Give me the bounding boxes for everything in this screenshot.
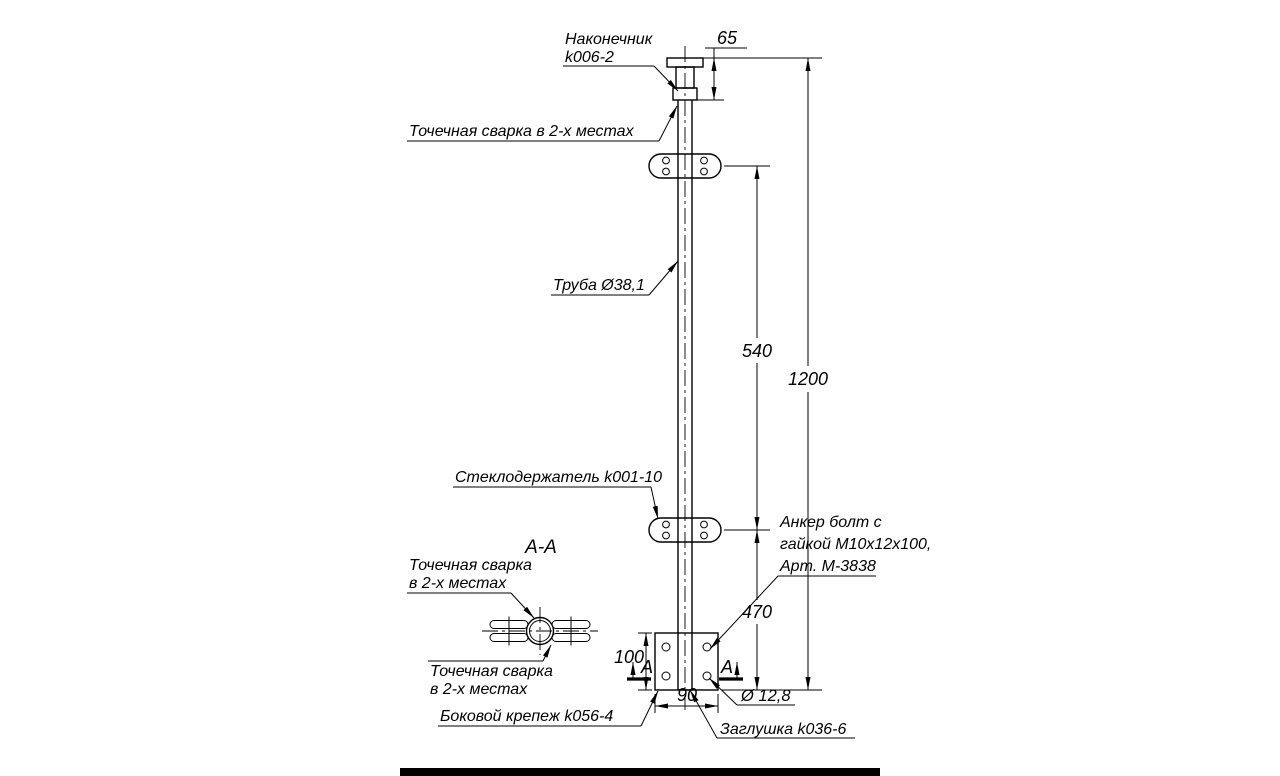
mount-hole xyxy=(661,642,671,652)
section-weld-top-line1: Точечная сварка xyxy=(409,557,532,574)
section-weld-bottom-line1: Точечная сварка xyxy=(430,663,553,680)
callout-spot-weld-top: Точечная сварка в 2-х местах xyxy=(407,105,678,142)
main-view xyxy=(648,46,722,714)
dimensions: 65 540 1200 470 100 xyxy=(614,28,828,713)
dim-text-100: 100 xyxy=(614,647,644,667)
holder-screw xyxy=(662,520,670,529)
callout-tip: Наконечник k006-2 xyxy=(563,31,679,92)
dim-cap-offset: 65 xyxy=(705,28,747,100)
dim-text-90: 90 xyxy=(677,685,697,705)
section-title: А-А xyxy=(524,537,557,558)
callout-glass-holder: Стеклодержатель k001-10 xyxy=(453,469,662,520)
callout-pipe: Труба Ø38,1 xyxy=(551,260,679,296)
callout-anchor-line2: гайкой М10х12х100, xyxy=(780,536,931,553)
dim-text-540: 540 xyxy=(742,341,772,361)
callout-spot-weld-top-text: Точечная сварка в 2-х местах xyxy=(409,123,635,140)
callout-tip-line2: k006-2 xyxy=(565,49,614,66)
upper-glass-holder xyxy=(648,153,722,179)
cut-letter-right: А xyxy=(720,657,733,677)
side-mount-plate xyxy=(654,632,719,691)
mount-hole xyxy=(661,671,671,681)
holder-screw xyxy=(700,531,708,540)
callout-tip-line1: Наконечник xyxy=(565,31,654,48)
mount-hole xyxy=(702,671,712,681)
section-weld-bottom-line2: в 2-х местах xyxy=(430,681,528,698)
title-block-edge xyxy=(400,768,880,776)
callout-glass-holder-text: Стеклодержатель k001-10 xyxy=(455,469,662,486)
callout-end-cap: Заглушка k036-6 xyxy=(689,689,855,739)
holder-screw xyxy=(700,167,708,176)
cut-mark-right: А xyxy=(719,657,743,681)
dim-text-hole-diameter: Ø 12,8 xyxy=(740,687,791,705)
holder-screw xyxy=(662,156,670,165)
top-cap xyxy=(666,57,704,101)
section-weld-label-top: Точечная сварка в 2-х местах xyxy=(407,557,535,619)
cut-mark-left: А xyxy=(627,657,653,681)
mount-hole xyxy=(702,642,712,652)
callout-anchor-line1: Анкер болт с xyxy=(779,514,882,531)
section-clamp-left xyxy=(489,616,529,646)
holder-screw xyxy=(662,167,670,176)
section-pipe-inner xyxy=(529,620,551,642)
section-pipe-outer xyxy=(525,616,555,646)
post-pipe xyxy=(677,100,693,691)
plate-outline xyxy=(654,632,719,691)
dim-text-65: 65 xyxy=(717,28,738,48)
cap-collar xyxy=(672,87,698,101)
section-weld-label-bottom: Точечная сварка в 2-х местах xyxy=(428,644,553,698)
section-weld-top-line2: в 2-х местах xyxy=(409,575,507,592)
callout-anchor-bolt: Анкер болт с гайкой М10х12х100, Арт. М-3… xyxy=(709,514,931,650)
dim-holders-span: 540 xyxy=(742,166,772,530)
dim-total-height: 1200 xyxy=(788,58,828,690)
callout-anchor-line3: Арт. М-3838 xyxy=(779,558,876,575)
holder-body xyxy=(648,517,722,543)
dim-text-1200: 1200 xyxy=(788,369,828,389)
cut-letter-left: А xyxy=(640,657,653,677)
callout-side-mount-text: Боковой крепеж k056-4 xyxy=(440,708,613,725)
dim-text-470: 470 xyxy=(742,602,772,622)
callouts: Наконечник k006-2 Точечная сварка в 2-х … xyxy=(407,31,931,739)
dim-plate-width: 90 xyxy=(654,685,719,713)
callout-pipe-text: Труба Ø38,1 xyxy=(553,277,645,294)
dim-hole-diameter: Ø 12,8 xyxy=(708,677,795,706)
holder-screw xyxy=(700,156,708,165)
holder-body xyxy=(648,153,722,179)
section-clamp-right xyxy=(551,616,591,646)
callout-end-cap-text: Заглушка k036-6 xyxy=(720,721,846,738)
section-view: А-А Точечная сварка в 2-х местах Точечна… xyxy=(407,537,598,698)
holder-screw xyxy=(700,520,708,529)
lower-glass-holder xyxy=(648,517,722,543)
section-cut-marks: А А xyxy=(627,657,743,681)
callout-side-mount: Боковой крепеж k056-4 xyxy=(438,690,659,727)
holder-screw xyxy=(662,531,670,540)
